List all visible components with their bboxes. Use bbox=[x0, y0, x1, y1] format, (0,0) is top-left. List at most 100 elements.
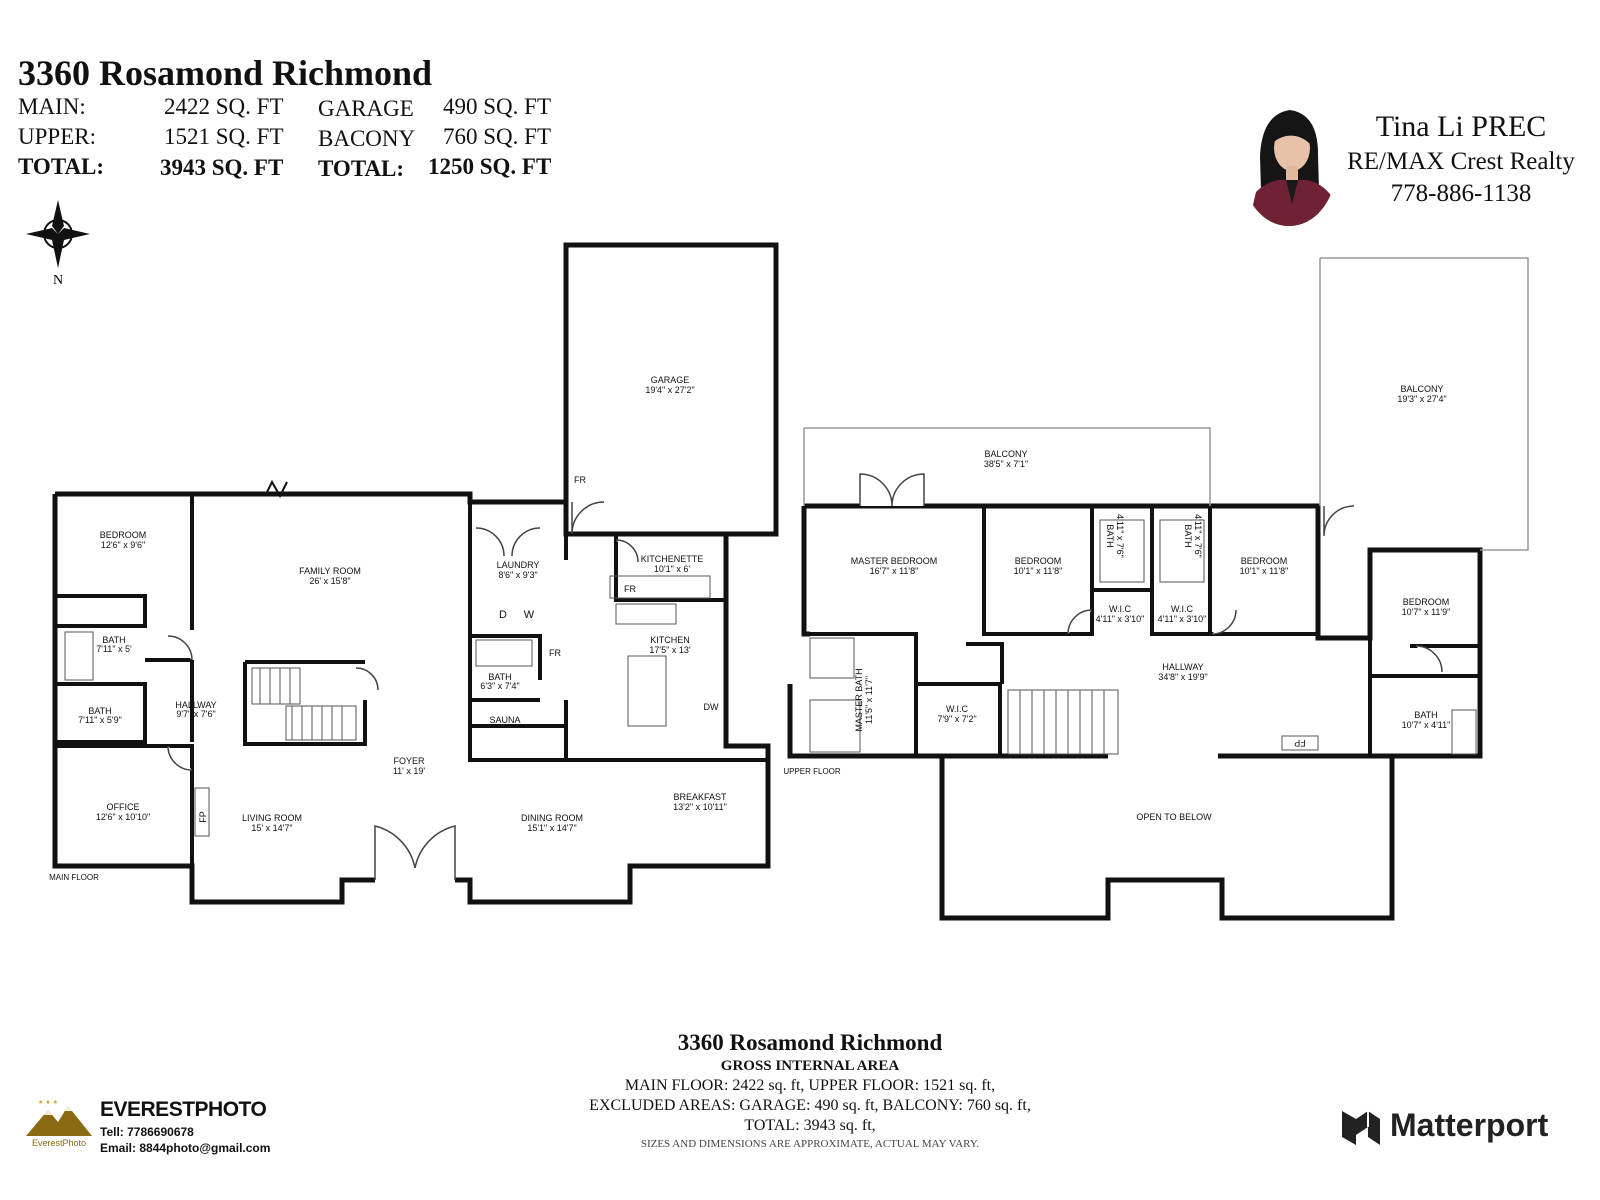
open-to-below-label: OPEN TO BELOW bbox=[1136, 812, 1212, 822]
area-label-total: TOTAL: bbox=[18, 154, 105, 179]
kitchenette-fr-label: FR bbox=[624, 584, 636, 594]
room-kitchenette-name: KITCHENETTE bbox=[641, 554, 704, 564]
sauna-label: SAUNA bbox=[489, 715, 520, 725]
room-master-bath-dims: 11'5" x 11'7" bbox=[864, 676, 874, 724]
room-bedroom-upper1-name: BEDROOM bbox=[1015, 556, 1062, 566]
area-value-upper: 1521 SQ. FT bbox=[164, 124, 284, 149]
upper-room-labels: BALCONY 19'3" x 27'4" BALCONY 38'5" x 7'… bbox=[783, 384, 1450, 822]
area-label-garage: GARAGE bbox=[318, 96, 414, 121]
room-bedroom-upper2-name: BEDROOM bbox=[1241, 556, 1288, 566]
upper-balcony-outlines bbox=[803, 257, 1529, 551]
room-kitchenette-dims: 10'1" x 6' bbox=[654, 564, 690, 574]
upper-fireplace-label: FP bbox=[1294, 738, 1306, 748]
main-doors bbox=[167, 501, 639, 880]
main-floor-label: MAIN FLOOR bbox=[49, 873, 99, 882]
room-family-dims: 26' x 15'8" bbox=[309, 576, 350, 586]
everest-logo-icon: ★ ★ ★ bbox=[26, 1099, 92, 1136]
area-value-garage: 490 SQ. FT bbox=[443, 94, 551, 119]
room-dining-name: DINING ROOM bbox=[521, 813, 583, 823]
room-bedroom-upper3-dims: 10'7" x 11'9" bbox=[1402, 607, 1451, 617]
room-bath1-dims: 7'11" x 5' bbox=[96, 644, 132, 654]
main-fixtures bbox=[64, 575, 711, 837]
area-value-balcony: 760 SQ. FT bbox=[443, 124, 551, 149]
room-bath3-dims: 6'3" x 7'4" bbox=[480, 681, 519, 691]
photographer-credit: ★ ★ ★ EverestPhoto EVERESTPHOTO Tell: 77… bbox=[24, 1098, 324, 1168]
room-hallway-upper-name: HALLWAY bbox=[1162, 662, 1203, 672]
room-master-bath-name: MASTER BATH bbox=[854, 668, 864, 731]
everest-brand: EVERESTPHOTO bbox=[100, 1098, 267, 1121]
room-garage-dims: 19'4" x 27'2" bbox=[645, 385, 694, 395]
open-to-below-walls bbox=[939, 756, 1395, 921]
room-wic2-dims: 4'11" x 3'10" bbox=[1158, 614, 1207, 624]
agent-phone: 778-886-1138 bbox=[1390, 180, 1532, 207]
room-balcony-long-dims: 38'5" x 7'1" bbox=[984, 459, 1028, 469]
family-room-window-icon bbox=[264, 479, 288, 499]
room-hallway-name: HALLWAY bbox=[175, 700, 216, 710]
matterport-badge: Matterport bbox=[1340, 1105, 1580, 1151]
room-living-name: LIVING ROOM bbox=[242, 813, 302, 823]
room-foyer-name: FOYER bbox=[393, 756, 425, 766]
compass-north-label: N bbox=[53, 273, 63, 288]
fireplace-label: FP bbox=[198, 811, 208, 823]
room-office-dims: 12'6" x 10'10" bbox=[96, 812, 150, 822]
footer-line1: MAIN FLOOR: 2422 sq. ft, UPPER FLOOR: 15… bbox=[624, 1077, 996, 1094]
footer-title: 3360 Rosamond Richmond bbox=[677, 1030, 943, 1055]
garage-fr-label: FR bbox=[574, 475, 586, 485]
everest-logo-text: EverestPhoto bbox=[31, 1138, 87, 1148]
agent-company: RE/MAX Crest Realty bbox=[1347, 148, 1575, 175]
kitchen-island-icon bbox=[627, 655, 667, 727]
agent-card: Tina Li PREC RE/MAX Crest Realty 778-886… bbox=[1240, 96, 1582, 226]
footer-subtitle: GROSS INTERNAL AREA bbox=[720, 1058, 900, 1074]
room-foyer-dims: 11' x 19' bbox=[393, 766, 426, 776]
room-bath-upper1-dims: 4'11" x 7'6" bbox=[1115, 514, 1125, 558]
upper-floor-label: UPPER FLOOR bbox=[783, 767, 841, 776]
room-hallway-dims: 9'7" x 7'6" bbox=[176, 709, 215, 719]
room-living-dims: 15' x 14'7" bbox=[251, 823, 292, 833]
room-breakfast-dims: 13'2" x 10'11" bbox=[673, 802, 727, 812]
room-kitchen-name: KITCHEN bbox=[650, 635, 690, 645]
room-wic2-name: W.I.C bbox=[1171, 604, 1193, 614]
room-bath-upper2-dims: 4'11" x 7'6" bbox=[1193, 514, 1203, 558]
room-hallway-upper-dims: 34'8" x 19'9" bbox=[1158, 672, 1207, 682]
room-bath2-name: BATH bbox=[88, 706, 111, 716]
upper-floor bbox=[787, 503, 1483, 921]
room-balcony-large-dims: 19'3" x 27'4" bbox=[1397, 394, 1446, 404]
footer-line3: TOTAL: 3943 sq. ft, bbox=[744, 1117, 876, 1134]
room-bedroom-upper1-dims: 10'1" x 11'8" bbox=[1014, 566, 1063, 576]
dishwasher-label: DW bbox=[704, 702, 719, 712]
upper-fixtures bbox=[809, 519, 1477, 755]
area-value-total: 3943 SQ. FT bbox=[160, 155, 284, 180]
main-stairs-icon bbox=[251, 667, 357, 741]
room-bath-upper2-name: BATH bbox=[1183, 524, 1193, 547]
main-room-labels: GARAGE 19'4" x 27'2" BEDROOM 12'6" x 9'6… bbox=[49, 375, 727, 882]
upper-fireplace-icon bbox=[1281, 735, 1319, 751]
main-floor bbox=[52, 242, 779, 905]
upper-exterior-walls bbox=[787, 503, 1483, 759]
room-wic3-name: W.I.C bbox=[946, 704, 968, 714]
room-bath-upper1-name: BATH bbox=[1105, 524, 1115, 547]
room-balcony-large-name: BALCONY bbox=[1400, 384, 1443, 394]
room-bath2-dims: 7'11" x 5'9" bbox=[78, 715, 122, 725]
svg-text:★ ★ ★: ★ ★ ★ bbox=[38, 1099, 58, 1106]
room-breakfast-name: BREAKFAST bbox=[673, 792, 727, 802]
page-title: 3360 Rosamond Richmond bbox=[18, 53, 433, 93]
room-bath-upper3-dims: 10'7" x 4'11" bbox=[1402, 720, 1451, 730]
dryer-label: D bbox=[499, 609, 507, 621]
agent-photo bbox=[1242, 110, 1336, 226]
room-laundry-name: LAUNDRY bbox=[497, 560, 540, 570]
main-interior-walls bbox=[55, 494, 768, 866]
room-master-bedroom-name: MASTER BEDROOM bbox=[851, 556, 938, 566]
matterport-brand: Matterport bbox=[1390, 1107, 1549, 1143]
hall-fr-label: FR bbox=[549, 648, 561, 658]
area-value-total-excluded: 1250 SQ. FT bbox=[428, 154, 552, 179]
footer-line2: EXCLUDED AREAS: GARAGE: 490 sq. ft, BALC… bbox=[589, 1097, 1031, 1114]
room-bedroom-upper2-dims: 10'1" x 11'8" bbox=[1240, 566, 1289, 576]
room-bath1-name: BATH bbox=[102, 635, 125, 645]
washer-label: W bbox=[524, 609, 535, 621]
upper-stairs-icon bbox=[1007, 689, 1119, 755]
area-footer: 3360 Rosamond Richmond GROSS INTERNAL AR… bbox=[520, 1030, 1100, 1152]
room-kitchen-dims: 17'5" x 13' bbox=[649, 645, 690, 655]
room-bath-upper3-name: BATH bbox=[1414, 710, 1437, 720]
agent-name: Tina Li PREC bbox=[1375, 110, 1547, 143]
